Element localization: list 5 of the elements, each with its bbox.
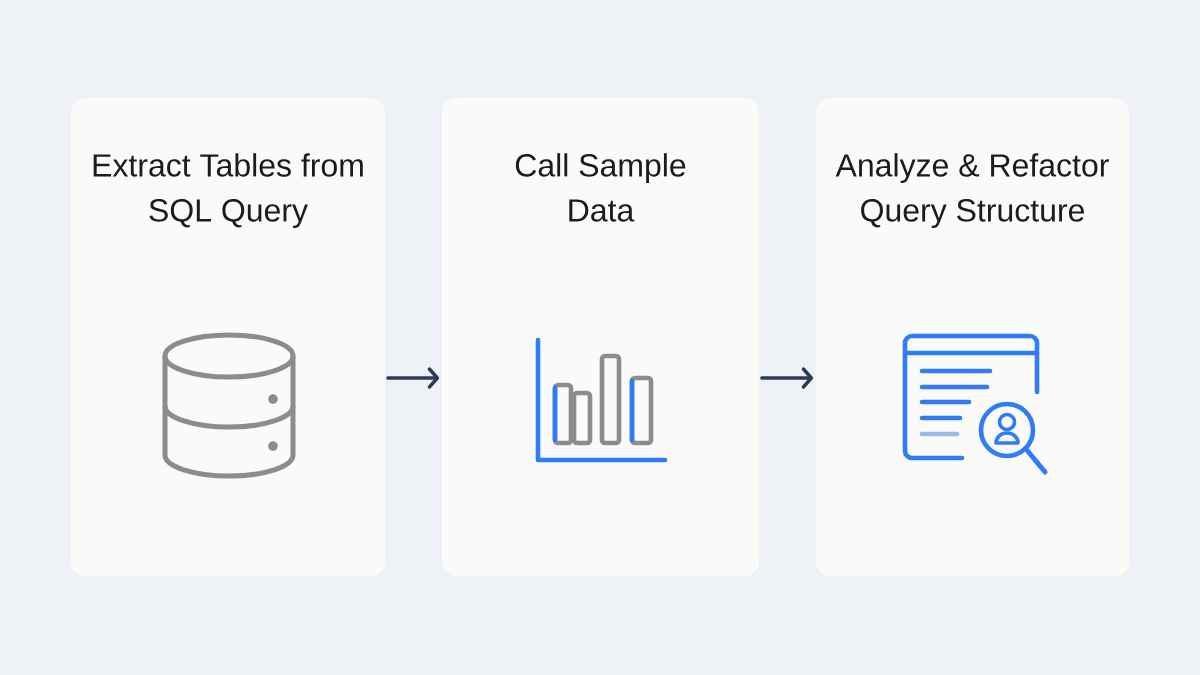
process-card: Extract Tables from SQL Query <box>69 96 387 578</box>
arrow <box>760 367 814 389</box>
process-card: Analyze & Refactor Query Structure <box>814 96 1131 578</box>
arrow <box>386 367 440 389</box>
process-card: Call Sample Data <box>440 96 761 578</box>
